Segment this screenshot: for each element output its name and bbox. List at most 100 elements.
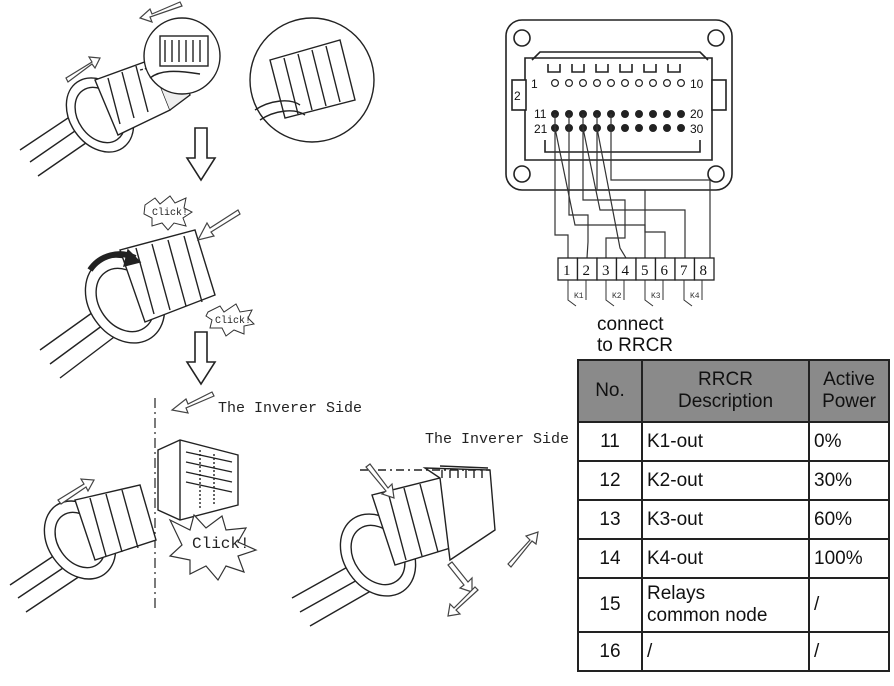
header-no: No.: [577, 359, 643, 423]
cell-description: K1-out: [641, 421, 810, 462]
cell-no: 15: [577, 577, 643, 633]
terminal-number: 1: [563, 263, 571, 279]
pin-label-11: 11: [534, 107, 547, 121]
cell-description: K3-out: [641, 499, 810, 540]
cell-power: 100%: [808, 538, 890, 579]
zoom-circle-small: [143, 17, 221, 95]
inverter-side-label-1: The Inverer Side: [218, 400, 363, 417]
pin-dot: [564, 78, 573, 87]
connector-labels: 2 1 10 11 20 21 30: [514, 77, 704, 136]
pin-dot: [634, 78, 643, 87]
cell-power: 30%: [808, 460, 890, 501]
connect-caption: connect to RRCR: [597, 314, 673, 356]
terminal-number: 8: [700, 263, 708, 279]
pin-dot: [662, 109, 671, 118]
pin-dot: [676, 109, 685, 118]
down-arrow-1: [185, 127, 217, 182]
step4-arrows: [365, 463, 539, 617]
pin-dot: [648, 78, 657, 87]
header-power: Active Power: [808, 359, 890, 423]
cell-no: 11: [577, 421, 643, 462]
connector-housing: [505, 19, 733, 191]
relay-label-k2: K2: [612, 292, 622, 301]
connect-line-2: to RRCR: [597, 335, 674, 356]
cell-description: K2-out: [641, 460, 810, 501]
pin-dot: [550, 78, 559, 87]
zoom-circle-large: [249, 17, 375, 143]
pin-dot: [648, 123, 657, 132]
step3-arrows: [57, 391, 215, 505]
table-header-row: No. RRCR Description Active Power: [577, 359, 890, 423]
pin-dot: [662, 123, 671, 132]
inverter-side-label-2: The Inverer Side: [425, 431, 570, 448]
pin-label-1: 1: [531, 77, 538, 91]
pin-grid: [550, 78, 685, 132]
pin-dot: [592, 78, 601, 87]
terminal-number: 7: [680, 263, 688, 279]
table-row: 16//: [577, 631, 890, 672]
step3-socket: [157, 439, 239, 521]
terminal-cell: [693, 257, 715, 281]
pin-dot: [676, 123, 685, 132]
pin-dot: [606, 78, 615, 87]
pin-dot: [662, 78, 671, 87]
side-label: 2: [514, 89, 521, 103]
pin-label-10: 10: [690, 77, 704, 91]
terminal-number: 6: [661, 263, 669, 279]
relay-labels: K1 K2 K3 K4: [574, 292, 700, 301]
header-description: RRCR Description: [641, 359, 810, 423]
down-arrow-2: [185, 331, 217, 386]
cell-power: 0%: [808, 421, 890, 462]
relay-label-k4: K4: [690, 292, 700, 301]
step2-arrows: [196, 209, 241, 241]
cell-description: Relays common node: [641, 577, 810, 633]
pin-dot: [648, 109, 657, 118]
pin-dot: [620, 78, 629, 87]
pin-dot: [620, 123, 629, 132]
cell-power: /: [808, 631, 890, 672]
pin-dot: [676, 78, 685, 87]
pin-label-30: 30: [690, 122, 704, 136]
cell-no: 14: [577, 538, 643, 579]
pin-label-21: 21: [534, 122, 548, 136]
pin-dot: [578, 78, 587, 87]
step3-plug: [9, 484, 157, 613]
terminal-number: 3: [602, 263, 610, 279]
cell-description: K4-out: [641, 538, 810, 579]
step4-assembly: [291, 465, 496, 627]
cell-no: 12: [577, 460, 643, 501]
terminal-number: 4: [622, 263, 630, 279]
relay-label-k1: K1: [574, 292, 584, 301]
terminal-number: 5: [641, 263, 649, 279]
cell-description: /: [641, 631, 810, 672]
relay-switches: [567, 280, 703, 307]
step2-plug: [39, 229, 216, 379]
terminal-number: 2: [583, 263, 591, 279]
step1-arrows: [65, 1, 183, 83]
click-burst-1: [143, 195, 193, 231]
cell-no: 16: [577, 631, 643, 672]
click-text-large: Click!: [192, 535, 250, 553]
pin-dot: [634, 109, 643, 118]
cell-no: 13: [577, 499, 643, 540]
pin-label-20: 20: [690, 107, 704, 121]
relay-label-k3: K3: [651, 292, 661, 301]
connect-line-1: connect: [597, 314, 664, 335]
cell-power: 60%: [808, 499, 890, 540]
pin-dot: [634, 123, 643, 132]
click-text-2: Click!: [215, 315, 251, 327]
click-burst-large: [168, 513, 258, 582]
cell-power: /: [808, 577, 890, 633]
click-text-1: Click!: [152, 207, 188, 219]
pin-dot: [620, 109, 629, 118]
connector-wires: [554, 114, 711, 259]
click-burst-2: [205, 303, 256, 337]
